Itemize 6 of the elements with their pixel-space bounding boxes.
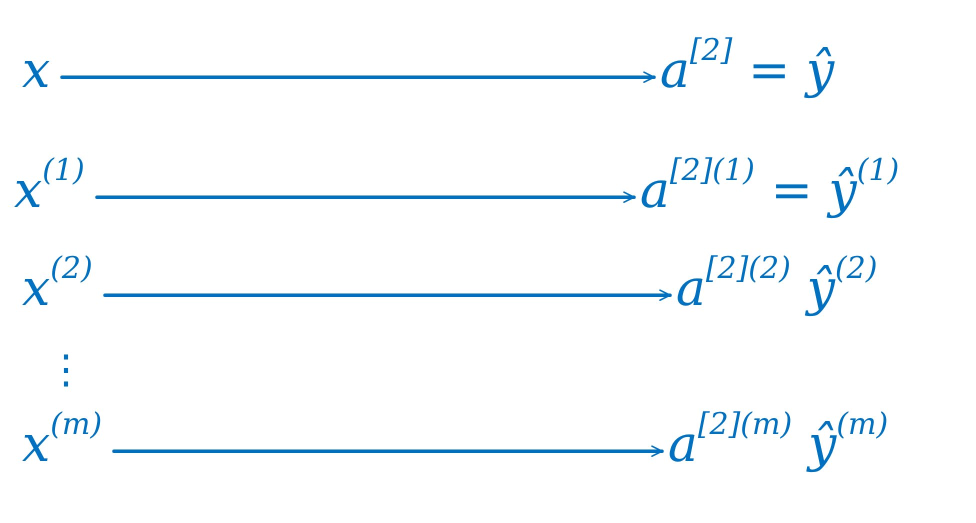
arrow: [60, 71, 656, 83]
math-expression: x: [22, 40, 50, 100]
vertical-ellipsis: ⋮: [46, 350, 86, 390]
arrow: [103, 289, 672, 301]
arrow: [95, 191, 636, 203]
arrow: [112, 445, 664, 457]
